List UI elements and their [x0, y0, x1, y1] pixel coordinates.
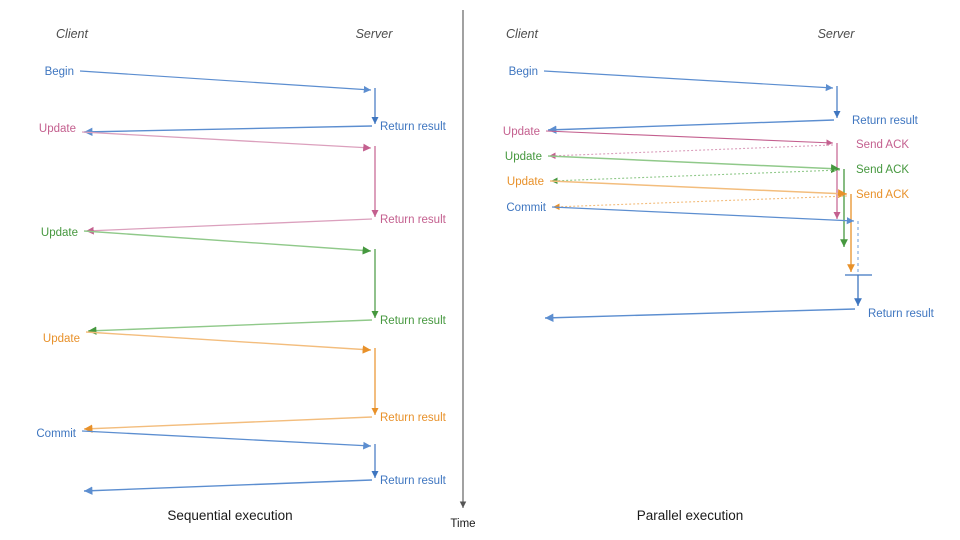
- left-arrow-update-3: [85, 331, 372, 354]
- left-label-return-3: Return result: [380, 315, 447, 327]
- left-message-return-2: Return result: [85, 214, 447, 235]
- left-arrow-return-1: [83, 125, 373, 137]
- left-message-return-4: Return result: [83, 412, 447, 433]
- left-message-return-5: Return result: [83, 475, 447, 495]
- time-axis: Time: [450, 10, 476, 530]
- right-arrow-commit: [551, 206, 855, 225]
- right-label-commit: Commit: [506, 202, 546, 214]
- left-arrow-return-4: [83, 416, 373, 433]
- left-label-return-5: Return result: [380, 475, 447, 487]
- right-actor-client: Client: [506, 27, 538, 41]
- right-label-update-3: Update: [507, 176, 544, 188]
- right-arrow-update-3: [549, 180, 848, 199]
- left-arrow-return-5: [83, 479, 373, 495]
- right-label-ack-pink: Send ACK: [856, 139, 909, 151]
- left-message-update-2: Update: [41, 227, 372, 255]
- left-actor-client: Client: [56, 27, 88, 41]
- right-label-return-2: Return result: [868, 308, 935, 320]
- right-label-return-1: Return result: [852, 115, 919, 127]
- right-arrow-ack-orange: [552, 195, 848, 211]
- right-arrow-ack-pink: [548, 144, 834, 160]
- left-label-update-1: Update: [39, 123, 76, 135]
- panel-parallel: Client Server Begin Return result Update…: [503, 27, 935, 523]
- right-label-update-2: Update: [505, 151, 542, 163]
- right-arrow-return-2: [544, 308, 856, 322]
- left-label-return-4: Return result: [380, 412, 447, 424]
- left-label-return-2: Return result: [380, 214, 447, 226]
- right-message-update-2: Update: [505, 151, 841, 174]
- right-label-ack-green: Send ACK: [856, 164, 909, 176]
- left-arrow-return-3: [87, 319, 373, 335]
- right-label-update-1: Update: [503, 126, 540, 138]
- right-message-return-1: Return result: [547, 115, 919, 134]
- right-message-update-1: Update: [503, 126, 834, 147]
- right-arrow-update-1: [545, 130, 834, 147]
- right-message-update-3: Update: [507, 176, 848, 199]
- left-arrow-begin: [79, 70, 372, 94]
- left-message-update-3: Update: [43, 331, 372, 354]
- right-message-ack-orange: Send ACK: [552, 189, 909, 211]
- left-message-commit: Commit: [36, 428, 372, 450]
- right-message-begin: Begin: [509, 66, 834, 92]
- time-axis-label: Time: [450, 518, 475, 530]
- panel-sequential: Client Server Begin Return result Update…: [36, 27, 446, 523]
- right-arrow-ack-green: [550, 169, 841, 185]
- right-panel-caption: Parallel execution: [637, 508, 744, 523]
- left-arrow-update-2: [83, 230, 372, 255]
- left-arrow-return-2: [85, 218, 373, 235]
- left-label-return-1: Return result: [380, 121, 447, 133]
- left-message-update-1: Update: [39, 123, 372, 152]
- right-label-begin: Begin: [509, 66, 538, 78]
- right-arrow-return-1: [547, 119, 835, 134]
- left-message-begin: Begin: [45, 66, 372, 94]
- left-label-update-3: Update: [43, 333, 80, 345]
- left-actor-server: Server: [356, 27, 394, 41]
- left-arrow-commit: [81, 430, 372, 450]
- left-message-return-1: Return result: [83, 121, 447, 137]
- right-label-ack-orange: Send ACK: [856, 189, 909, 201]
- right-actor-server: Server: [818, 27, 856, 41]
- right-arrow-begin: [543, 70, 834, 92]
- right-message-commit: Commit: [506, 202, 855, 225]
- right-message-ack-green: Send ACK: [550, 164, 909, 185]
- right-message-return-2: Return result: [544, 308, 935, 322]
- left-label-commit: Commit: [36, 428, 76, 440]
- right-arrow-update-2: [547, 155, 841, 174]
- right-message-ack-pink: Send ACK: [548, 139, 909, 160]
- left-arrow-update-1: [81, 131, 372, 152]
- left-panel-caption: Sequential execution: [167, 508, 292, 523]
- left-label-update-2: Update: [41, 227, 78, 239]
- left-label-begin: Begin: [45, 66, 74, 78]
- left-message-return-3: Return result: [87, 315, 447, 335]
